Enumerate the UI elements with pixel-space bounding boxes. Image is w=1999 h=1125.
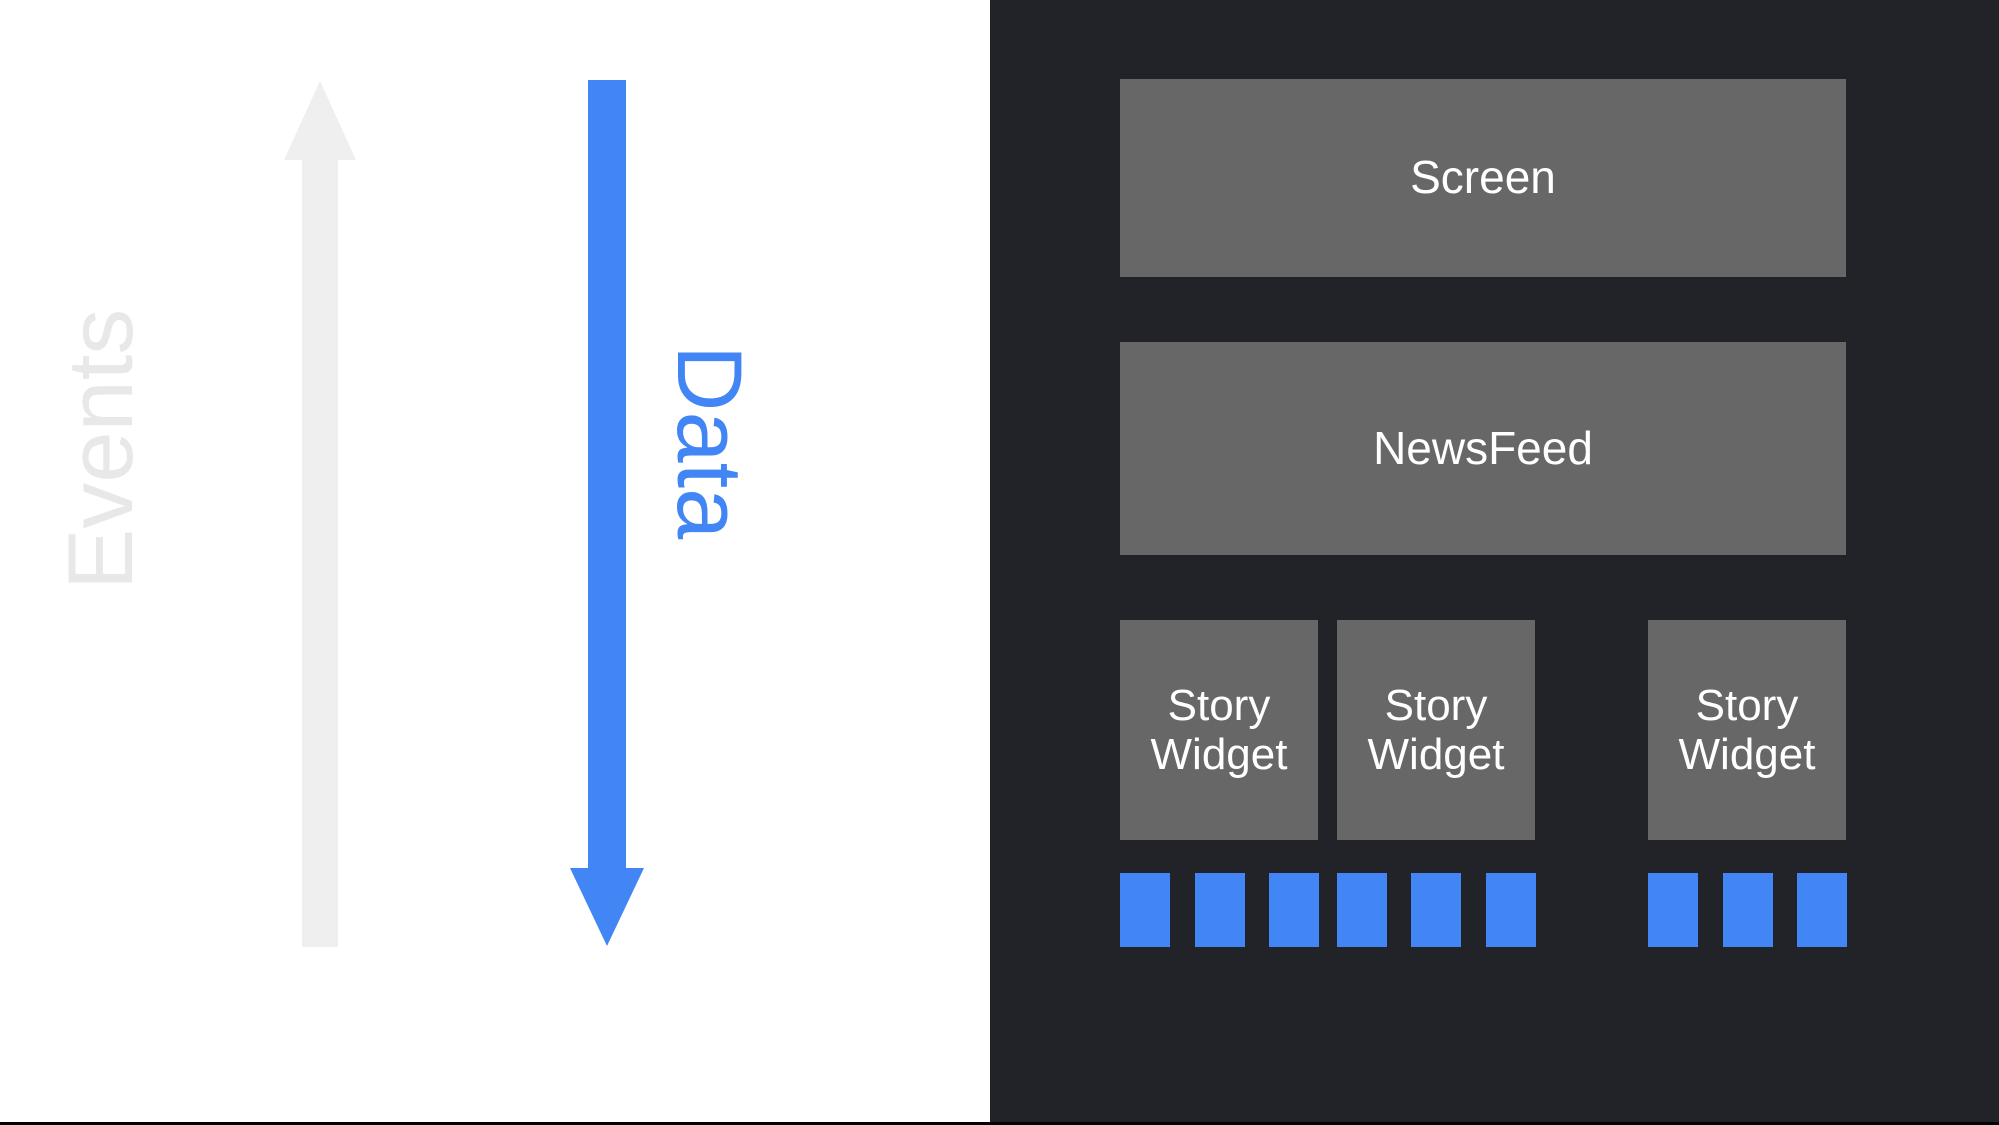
leaf-node[interactable] [1723,873,1773,947]
story-widget-node[interactable]: Story Widget [1337,620,1535,840]
story-widget-label-line1: Story [1167,680,1271,730]
data-down-arrow-icon [570,80,644,946]
story-widget-label: Story Widget [1151,681,1288,780]
story-widget-node[interactable]: Story Widget [1648,620,1846,840]
events-flow-label: Events [50,308,152,590]
data-flow-label: Data [658,345,760,540]
story-widget-label-line2: Widget [1150,730,1288,779]
story-widget-node[interactable]: Story Widget [1120,620,1318,840]
story-widget-label: Story Widget [1679,681,1816,780]
leaf-node[interactable] [1337,873,1387,947]
story-widget-label-line1: Story [1695,680,1799,730]
story-widget-label-line2: Widget [1678,730,1816,779]
leaf-node[interactable] [1648,873,1698,947]
leaf-node[interactable] [1120,873,1170,947]
newsfeed-node[interactable]: NewsFeed [1120,342,1846,555]
events-up-arrow-icon [284,81,356,947]
leaf-node[interactable] [1797,873,1847,947]
leaf-node[interactable] [1269,873,1319,947]
flow-legend-panel: Events Data [0,0,990,1122]
story-widget-label-line1: Story [1384,680,1488,730]
story-widget-label: Story Widget [1368,681,1505,780]
leaf-node[interactable] [1486,873,1536,947]
widget-tree-panel: Screen NewsFeed Story Widget Story Widge… [990,0,1999,1122]
leaf-node[interactable] [1195,873,1245,947]
story-widget-label-line2: Widget [1367,730,1505,779]
screen-node[interactable]: Screen [1120,79,1846,277]
leaf-node[interactable] [1411,873,1461,947]
